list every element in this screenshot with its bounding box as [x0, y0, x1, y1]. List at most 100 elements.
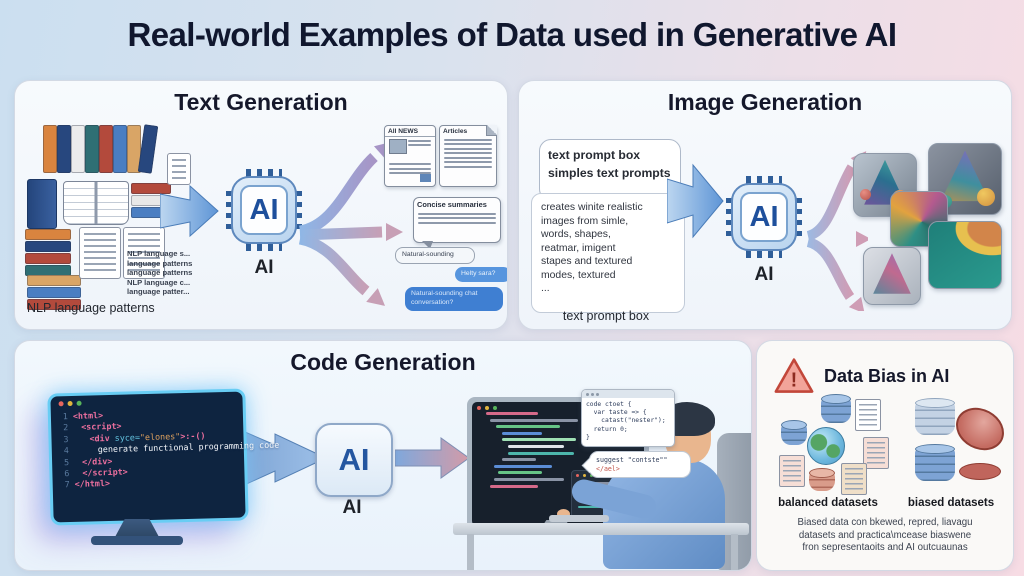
chip-body: AI	[231, 176, 297, 244]
nlp-pattern-line: language patterns	[127, 258, 193, 268]
chip-label: AI	[240, 185, 288, 235]
document-icon	[167, 153, 191, 185]
line-number: 5	[63, 456, 70, 467]
popup-titlebar	[582, 390, 674, 398]
suggest-text: suggest "contste""	[596, 456, 668, 464]
page-title: Real-world Examples of Data used in Gene…	[127, 16, 898, 53]
bias-header: ! Data Bias in AI	[773, 357, 949, 395]
document-icon	[841, 463, 867, 495]
output-arrows	[806, 151, 868, 311]
document-icon	[855, 399, 881, 431]
biased-disk-icon	[959, 463, 1001, 480]
code-token: >:-()	[180, 430, 206, 441]
developer-head	[661, 402, 715, 463]
ai-processor-box: AI	[315, 423, 393, 497]
abstract-sphere	[977, 188, 995, 206]
panel-text-generation: Text Generation NLP lang	[14, 80, 508, 330]
desk	[453, 523, 749, 535]
biased-caption: biased datasets	[907, 497, 995, 509]
generated-image-tile	[928, 143, 1002, 215]
chip-pins	[226, 191, 233, 229]
warning-icon: !	[774, 358, 814, 393]
closed-book-icon	[27, 179, 57, 229]
chip-pins	[795, 198, 802, 236]
generated-image-tile	[863, 247, 921, 305]
news-image-placeholder	[420, 174, 431, 182]
biased-datasets-illustration	[909, 398, 1012, 499]
line-number: 2	[63, 422, 69, 433]
chip-pins	[246, 169, 282, 177]
chat-bubble: Helty sara?	[455, 267, 507, 282]
line-number: 7	[64, 479, 70, 490]
abstract-shape	[873, 253, 911, 294]
line-number: 4	[63, 445, 69, 456]
popup-code-line: return 0;	[586, 425, 628, 433]
document-icon	[779, 455, 805, 487]
code-token: "elones"	[139, 430, 181, 443]
book-stack	[131, 183, 171, 219]
book-spine	[113, 125, 127, 173]
balanced-datasets-illustration	[779, 394, 889, 495]
chip-pins	[746, 250, 782, 258]
ai-chip-icon: AI	[726, 176, 802, 258]
book-spine	[43, 125, 57, 173]
suggest-tag: </ael>	[596, 464, 620, 473]
input-arrow	[160, 184, 219, 238]
prompt-speech-bubble: text prompt box simples text prompts	[539, 139, 681, 201]
nlp-pattern-line: language patterns	[127, 268, 193, 278]
svg-text:!: !	[791, 369, 798, 391]
chip-body: AI	[731, 183, 797, 251]
prompt-box-caption: text prompt box	[562, 309, 650, 323]
monitor-base	[91, 536, 183, 545]
line-number: 3	[63, 433, 69, 445]
news-title: All NEWS	[385, 126, 435, 137]
maximize-dot-icon	[76, 400, 82, 406]
code-token: </div>	[81, 455, 113, 467]
close-dot-icon	[58, 401, 64, 407]
image-generation-heading: Image Generation	[667, 89, 863, 115]
balanced-caption: balanced datasets	[778, 497, 878, 509]
code-output-arrow	[395, 437, 470, 479]
popup-code: code ctoet { var taste => { catast("nest…	[582, 398, 674, 445]
chip-pins	[746, 176, 782, 184]
text-input-caption: NLP language patterns	[27, 301, 155, 315]
code-token: <html>	[72, 410, 104, 421]
code-lines-decoration	[486, 412, 578, 491]
panel-data-bias: ! Data Bias in AI balanced datasets bias…	[756, 340, 1014, 571]
globe-icon	[807, 427, 845, 465]
prompt-description-box: creates winite realistic images from sim…	[531, 193, 685, 313]
document-icon	[123, 227, 165, 279]
biased-disk-icon	[948, 399, 1012, 459]
bias-heading: Data Bias in AI	[824, 365, 950, 386]
chip-label: AI	[740, 192, 788, 242]
book-stack	[25, 229, 71, 277]
book-spine	[57, 125, 71, 173]
database-cylinder-icon	[781, 420, 807, 445]
line-number: 1	[62, 411, 69, 422]
database-cylinder-icon	[915, 444, 955, 481]
nlp-pattern-line: NLP language c...	[127, 277, 191, 287]
database-cylinder-icon	[821, 394, 851, 423]
code-token: </html>	[74, 478, 111, 490]
summary-card: Concise summaries	[413, 197, 501, 249]
code-token: </script>	[82, 466, 128, 478]
news-image-placeholder	[389, 139, 407, 154]
developer-hand	[557, 509, 570, 519]
document-icon	[79, 227, 121, 279]
book-spine	[71, 125, 85, 173]
ai-caption: AI	[754, 264, 774, 285]
articles-title: Articles	[443, 128, 468, 135]
chat-bubble: Natural-sounding chat conversation?	[405, 287, 503, 311]
chip-pins	[246, 243, 282, 251]
window-controls	[58, 400, 82, 407]
code-token: syce=	[114, 432, 141, 443]
line-number: 6	[64, 468, 70, 479]
abstract-sphere	[860, 189, 871, 200]
book-spine	[85, 125, 99, 173]
bias-body-text: Biased data con bkewed, repred, liavagu …	[797, 517, 973, 554]
code-token: <script>	[81, 421, 122, 433]
ai-caption: AI	[342, 497, 362, 518]
